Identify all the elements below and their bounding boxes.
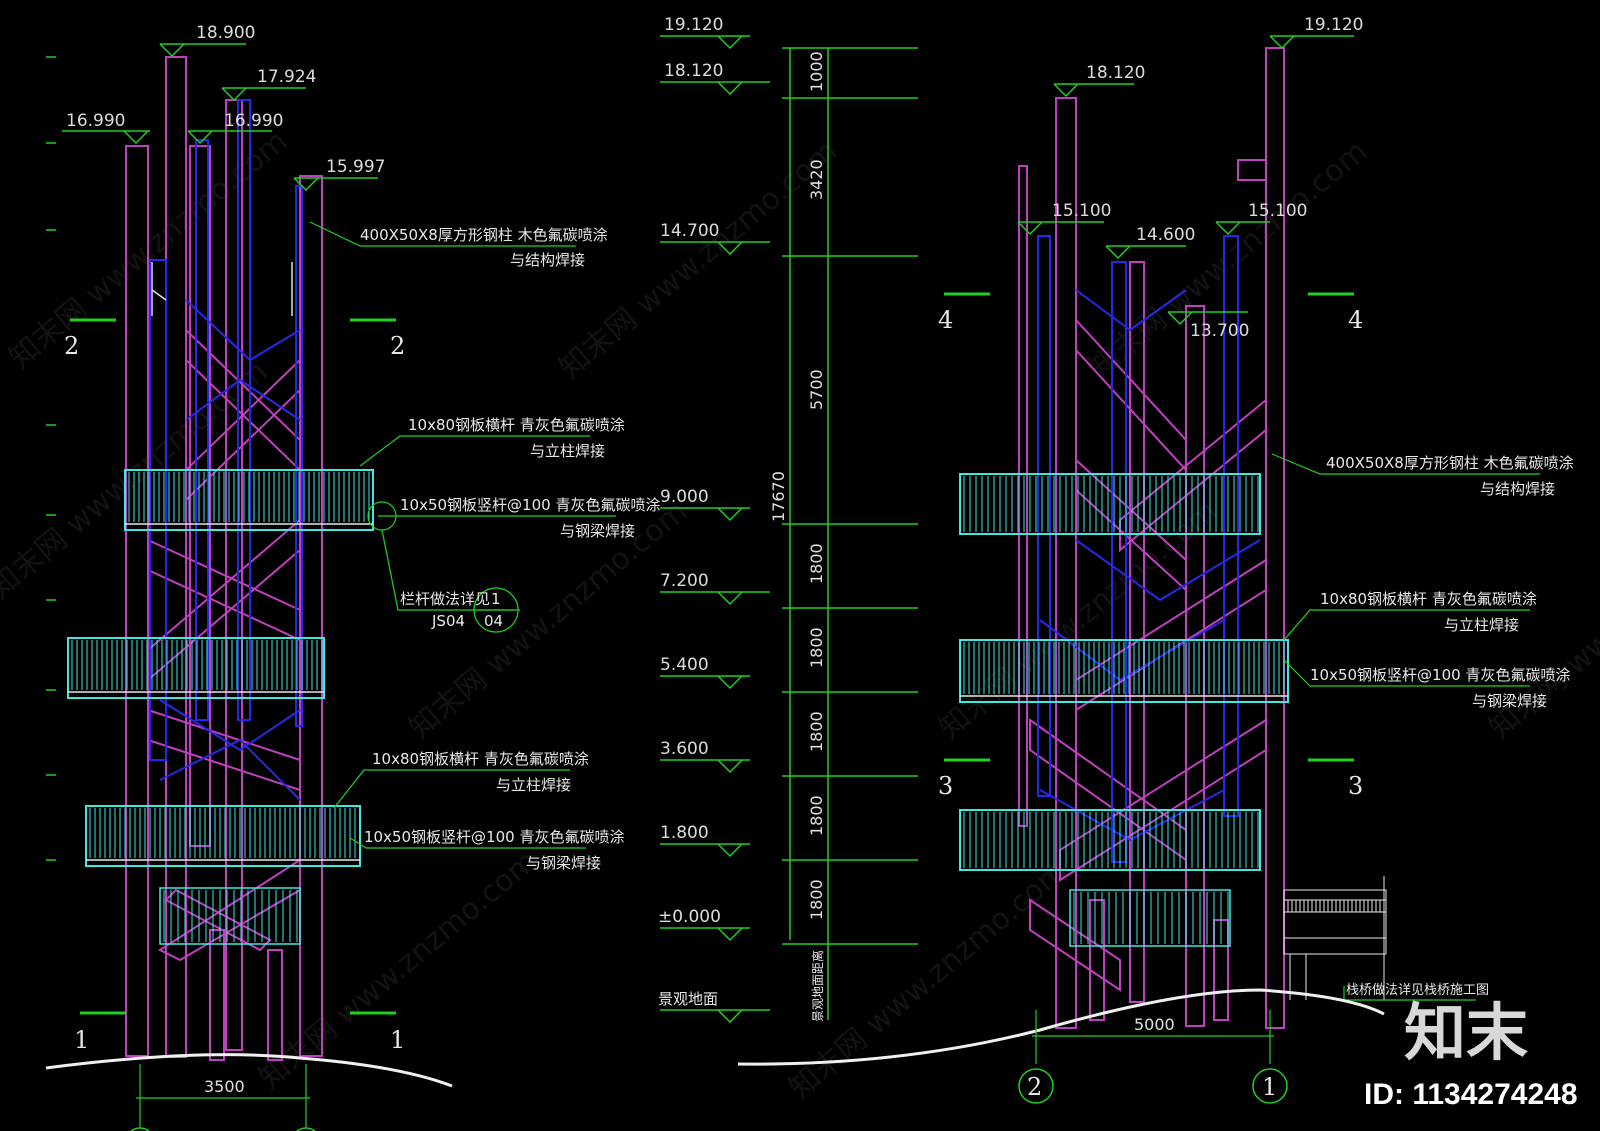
- annotation-note: 与立柱焊接: [530, 442, 605, 460]
- left-railing-bottom: [159, 887, 301, 945]
- segment-dimension: 3420: [807, 159, 826, 200]
- left-railing-middle: [67, 637, 325, 699]
- right-railing-bottom: [1069, 889, 1231, 947]
- annotation-note: 与结构焊接: [510, 251, 585, 269]
- section-mark: 4: [938, 306, 953, 334]
- annotation-note: 与钢梁焊接: [526, 854, 601, 872]
- level-label: 15.100: [1248, 201, 1307, 221]
- left-elevation: 18.900 17.924 16.990 16.990 15.997 2 2 1…: [45, 23, 660, 1131]
- level-label: 19.120: [1304, 15, 1363, 35]
- trestle-bridge: [1283, 876, 1387, 1000]
- annotation-note: 10x50钢板竖杆@100 青灰色氟碳喷涂: [400, 496, 660, 514]
- watermark-text: 知末网 www.znzmo.com: [553, 134, 844, 386]
- level-label: 16.990: [224, 111, 283, 131]
- annotation-note: 10x80钢板横杆 青灰色氟碳喷涂: [372, 750, 589, 768]
- level-label: 1.800: [660, 823, 709, 843]
- level-label: 19.120: [664, 15, 723, 35]
- level-label: 15.997: [326, 157, 385, 177]
- ground-distance-note: 景观地面距离: [810, 950, 825, 1022]
- detail-ref-top: 1: [491, 590, 501, 608]
- level-label: 16.990: [66, 111, 125, 131]
- detail-ref-code: JS04: [431, 612, 465, 630]
- watermark-logo: 知末: [1404, 996, 1528, 1069]
- right-railing-lower: [959, 809, 1261, 871]
- annotation-note: 400X50X8厚方形钢柱 木色氟碳喷涂: [360, 226, 608, 244]
- detail-ref-label: 栏杆做法详见: [400, 590, 490, 608]
- annotation-note: 与钢梁焊接: [1472, 692, 1547, 710]
- right-railing-upper: [959, 473, 1261, 535]
- level-label: 14.600: [1136, 225, 1195, 245]
- annotation-note: 10x80钢板横杆 青灰色氟碳喷涂: [408, 416, 625, 434]
- watermark-text: 知末网 www.znzmo.com: [0, 354, 274, 606]
- level-label: 15.100: [1052, 201, 1111, 221]
- level-label: 5.400: [660, 655, 709, 675]
- axis-label: 1: [1262, 1073, 1277, 1101]
- middle-elevation-scale: 19.120 18.120 14.700 9.000 7.200 5.400 3…: [658, 15, 918, 1024]
- section-mark: 1: [390, 1026, 405, 1054]
- segment-dimension: 5700: [807, 369, 826, 410]
- segment-dimension: 1800: [807, 711, 826, 752]
- segment-dimension: 1800: [807, 879, 826, 920]
- section-mark: 2: [390, 332, 405, 360]
- left-railing-upper: [124, 469, 374, 531]
- annotation-note: 与钢梁焊接: [560, 522, 635, 540]
- level-label: 9.000: [660, 487, 709, 507]
- segment-dimension: 1800: [807, 795, 826, 836]
- total-dimension: 17670: [769, 471, 788, 522]
- level-label: 13.700: [1190, 321, 1249, 341]
- width-dimension: 5000: [1134, 1015, 1175, 1034]
- level-label: 18.120: [664, 61, 723, 81]
- level-label: 18.120: [1086, 63, 1145, 83]
- section-mark: 4: [1348, 306, 1363, 334]
- right-elevation: 19.120 18.120 15.100 14.600 15.100 13.70…: [737, 15, 1574, 1104]
- annotation-note: 与结构焊接: [1480, 480, 1555, 498]
- watermark-layer: 知末网 www.znzmo.com 知末网 www.znzmo.com 知末网 …: [0, 124, 1600, 1106]
- annotation-note: 400X50X8厚方形钢柱 木色氟碳喷涂: [1326, 454, 1574, 472]
- level-label: 景观地面: [658, 990, 718, 1008]
- annotation-note: 10x50钢板竖杆@100 青灰色氟碳喷涂: [1310, 666, 1570, 684]
- section-mark: 1: [74, 1026, 89, 1054]
- width-dimension: 3500: [204, 1077, 245, 1096]
- left-railing-lower: [85, 805, 361, 867]
- annotation-note: 与立柱焊接: [1444, 616, 1519, 634]
- level-label: 17.924: [257, 67, 316, 87]
- level-label: 3.600: [660, 739, 709, 759]
- section-mark: 2: [64, 332, 79, 360]
- axis-label: 2: [1027, 1073, 1042, 1101]
- annotation-note: 10x50钢板竖杆@100 青灰色氟碳喷涂: [364, 828, 624, 846]
- bridge-note: 栈桥做法详见栈桥施工图: [1346, 983, 1489, 998]
- section-mark: 3: [1348, 772, 1363, 800]
- segment-dimension: 1000: [807, 51, 826, 92]
- annotation-note: 10x80钢板横杆 青灰色氟碳喷涂: [1320, 590, 1537, 608]
- level-label: 14.700: [660, 221, 719, 241]
- watermark-id: ID: 1134274248: [1364, 1078, 1578, 1111]
- level-label: 18.900: [196, 23, 255, 43]
- segment-dimension: 1800: [807, 627, 826, 668]
- detail-ref-bottom: 04: [484, 612, 503, 630]
- annotation-note: 与立柱焊接: [496, 776, 571, 794]
- right-railing-middle: [959, 639, 1289, 703]
- watermark-text: 知末网 www.znzmo.com: [783, 854, 1074, 1106]
- section-mark: 3: [938, 772, 953, 800]
- segment-dimension: 1800: [807, 543, 826, 584]
- level-label: ±0.000: [658, 907, 721, 927]
- level-label: 7.200: [660, 571, 709, 591]
